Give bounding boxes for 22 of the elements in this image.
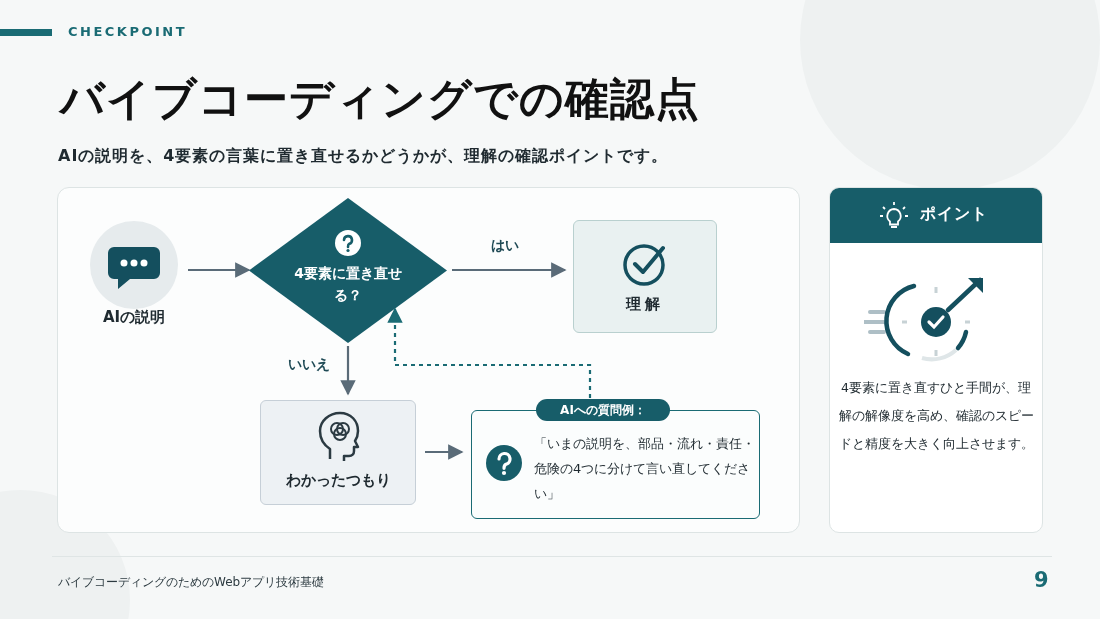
arrow [425,444,464,460]
edge-label: はい [488,237,522,253]
subtitle: AIの説明を、4要素の言葉に置き直せるかどうかが、理解の確認ポイントです。 [58,146,669,167]
section-label: CHECKPOINT [68,24,188,39]
node-label: 理解 [624,295,665,314]
arrow [188,262,251,278]
decision-text: 4要素に置き直せる？ [293,264,403,306]
panel-text: 4要素に置き直すひと手間が、理解の解像度を高め、確認のスピードと精度を大きく向上させます。 [837,379,1035,453]
tag-label: AIへの質問例： [536,399,670,421]
panel-title: ポイント [920,204,988,225]
example-text: 「いまの説明を、部品・流れ・責任・危険の4つに分けて言い直してください」 [534,435,756,503]
process-box [573,220,717,333]
process-box [260,400,416,505]
point-panel [829,187,1043,533]
title: バイブコーディングでの確認点 [60,72,700,126]
node-label: AIの説明 [101,308,167,327]
arrow [452,262,567,278]
footer-text: バイブコーディングのためのWebアプリ技術基礎 [58,574,325,591]
dashed-arrow [387,307,592,398]
arrow [340,346,356,396]
node-label: わかったつもり [284,471,392,490]
page-number: 9 [1034,568,1049,592]
